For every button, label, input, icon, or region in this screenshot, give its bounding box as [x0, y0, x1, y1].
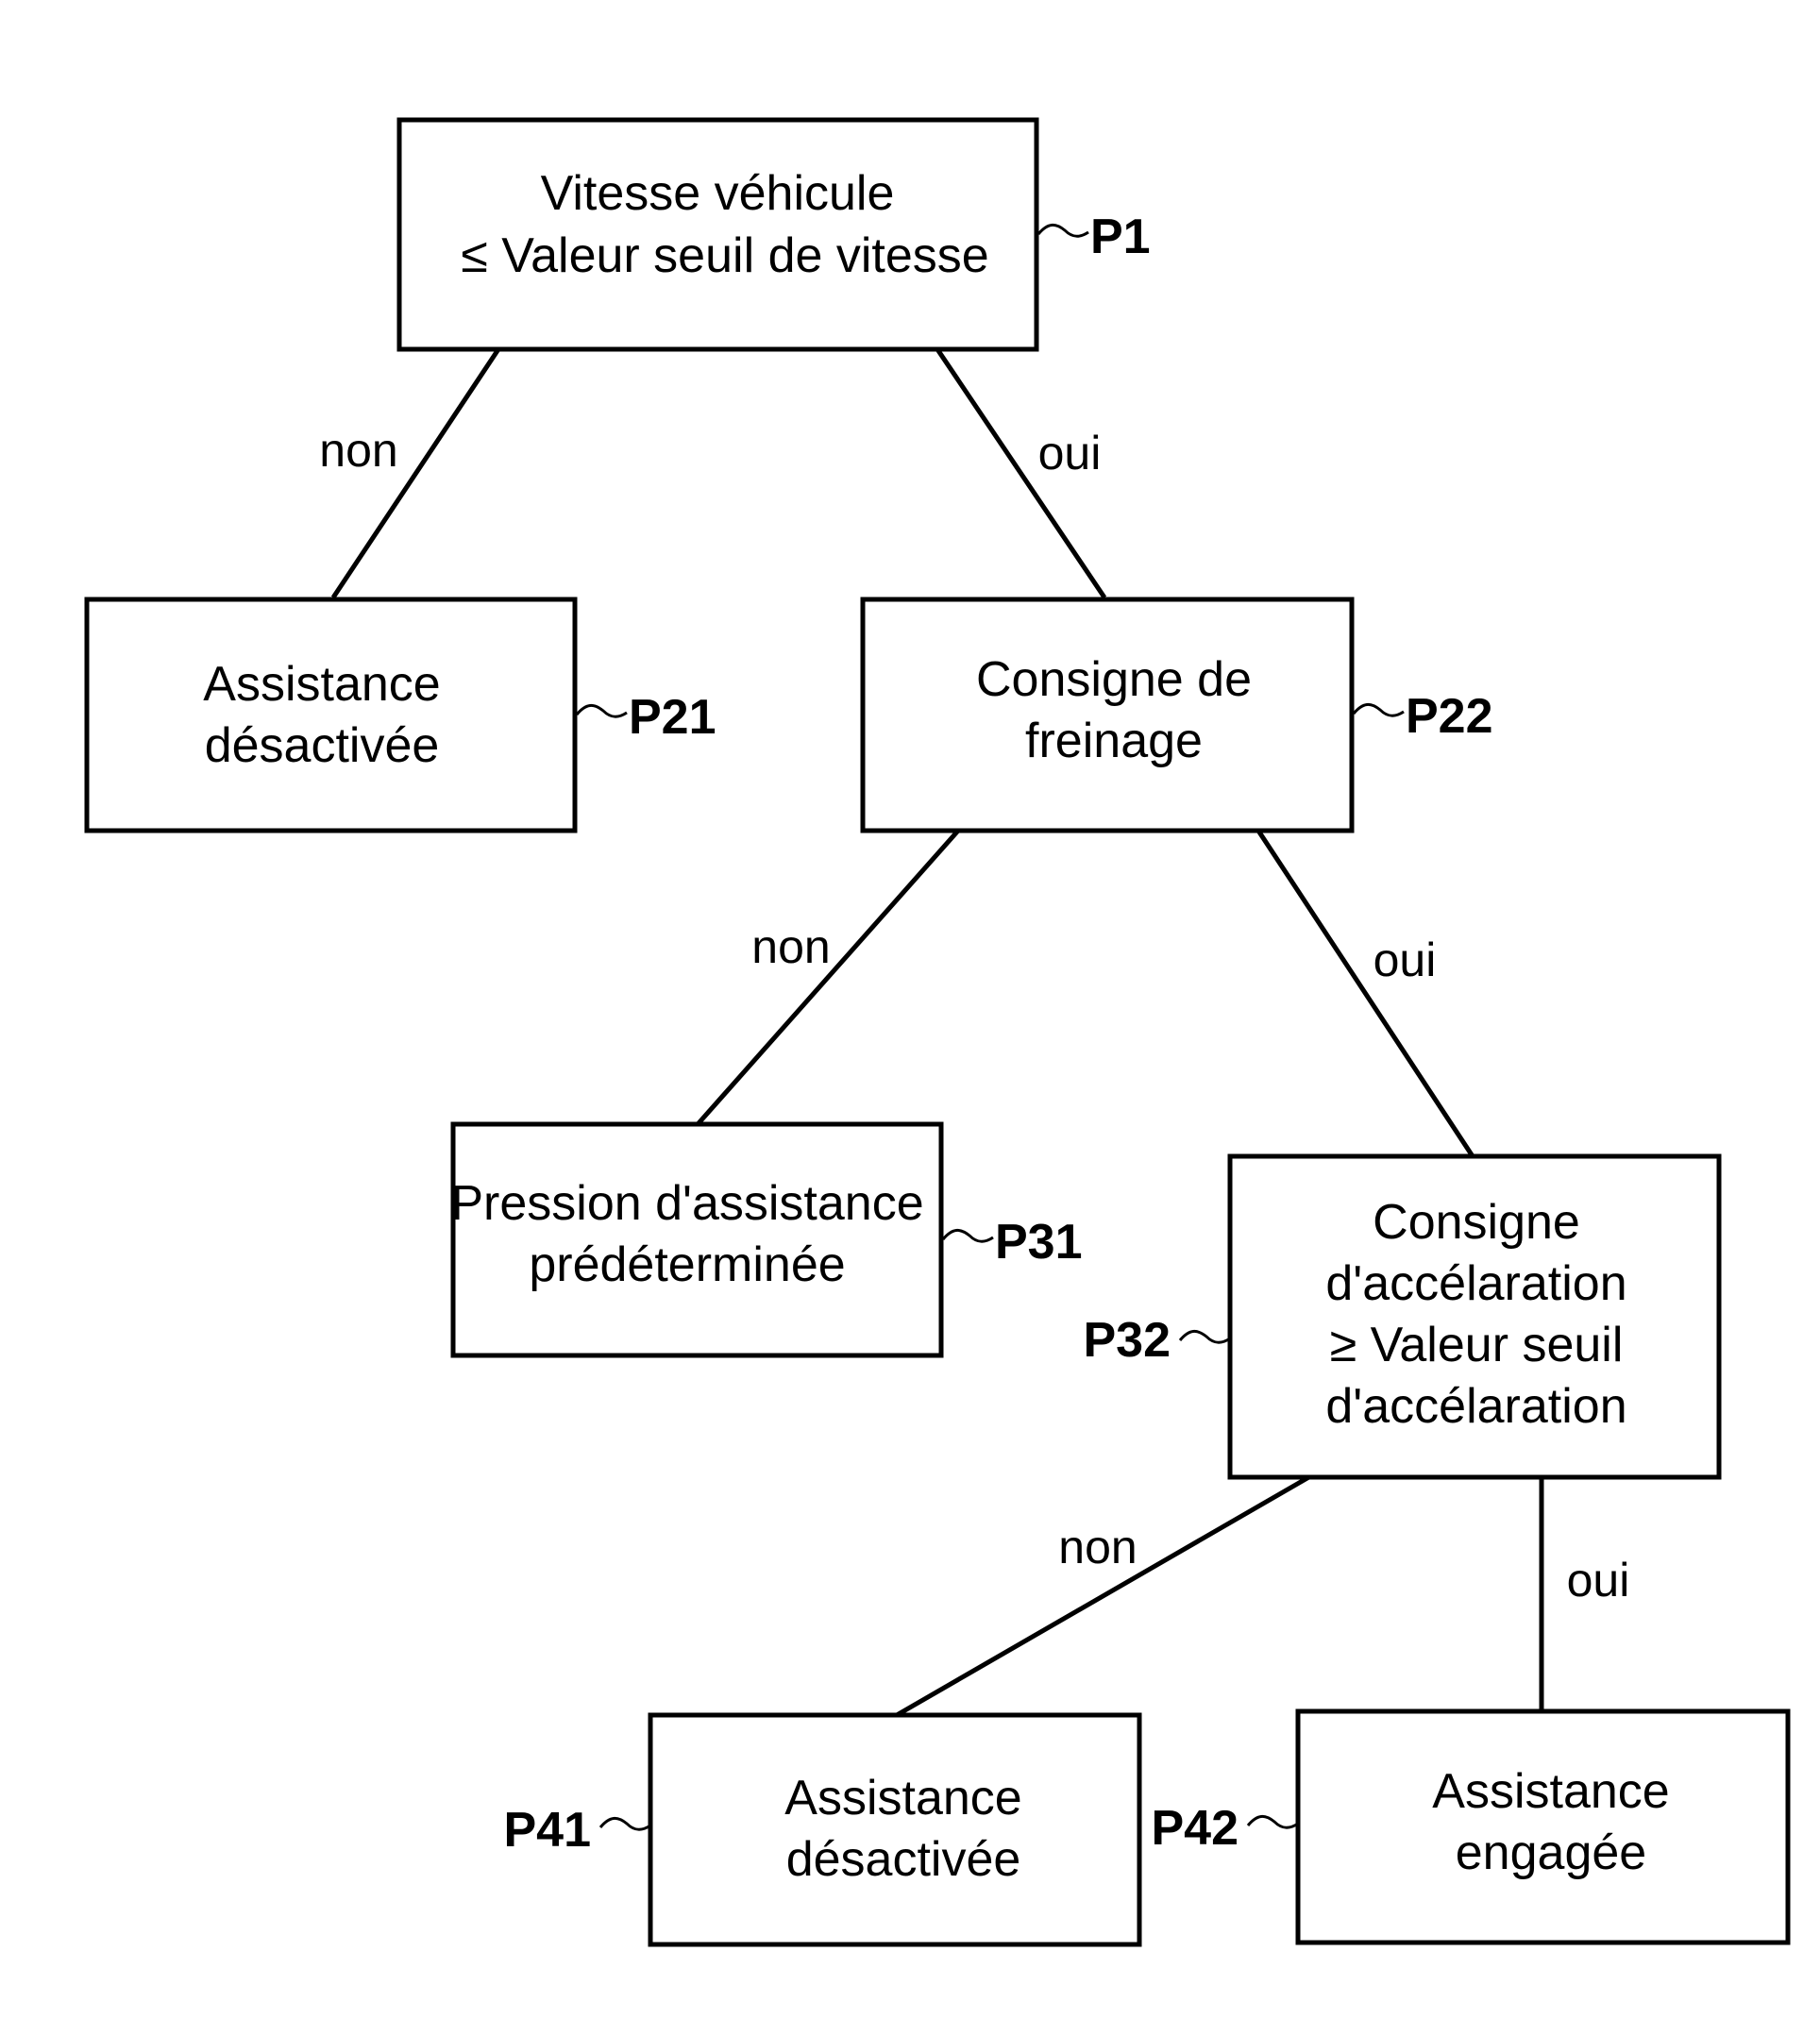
node-p21-line-1: Assistance [203, 657, 440, 712]
node-p21: Assistance désactivée [87, 599, 575, 831]
edge-label-p32-p42: oui [1567, 1554, 1630, 1607]
edge-label-p32-p41: non [1058, 1521, 1137, 1573]
ref-label-p1: P1 [1090, 210, 1151, 264]
node-p31-line-1: Pression d'assistance [450, 1176, 923, 1231]
node-p41: Assistance désactivée [650, 1715, 1139, 1944]
node-p32: Consigne d'accélaration ≥ Valeur seuil d… [1230, 1156, 1719, 1477]
ref-label-p21: P21 [629, 690, 716, 745]
leader-p32 [1180, 1331, 1230, 1342]
edge-label-p1-p22: oui [1038, 427, 1102, 480]
node-p22: Consigne de freinage [863, 599, 1352, 831]
node-p1: Vitesse véhicule ≤ Valeur seuil de vites… [399, 120, 1036, 349]
ref-label-p32: P32 [1083, 1313, 1171, 1368]
edge-label-p22-p31: non [751, 920, 830, 973]
node-p1-line-1: Vitesse véhicule [541, 166, 895, 221]
leader-p21 [577, 705, 627, 716]
leader-p41 [600, 1818, 650, 1829]
node-p32-line-1: Consigne [1373, 1195, 1580, 1250]
leader-p31 [943, 1230, 993, 1241]
edge-label-p22-p32: oui [1373, 934, 1437, 986]
node-p31-line-2: prédéterminée [529, 1237, 845, 1292]
edge-p22-p31 [699, 831, 958, 1123]
node-p32-line-4: d'accélaration [1325, 1379, 1626, 1434]
ref-label-p31: P31 [995, 1215, 1083, 1270]
ref-label-p42: P42 [1151, 1801, 1239, 1856]
node-p32-line-3: ≥ Valeur seuil [1330, 1318, 1624, 1372]
leader-p22 [1354, 704, 1404, 715]
node-p42-line-1: Assistance [1432, 1764, 1669, 1819]
node-p41-line-1: Assistance [784, 1771, 1021, 1826]
ref-label-p22: P22 [1406, 689, 1493, 744]
ref-label-p41: P41 [503, 1803, 591, 1858]
node-p22-line-1: Consigne de [976, 652, 1252, 707]
edge-p22-p32 [1258, 831, 1473, 1156]
node-p1-line-2: ≤ Valeur seuil de vitesse [461, 228, 988, 283]
leader-p1 [1038, 225, 1088, 236]
leader-p42 [1248, 1816, 1298, 1827]
node-p42: Assistance engagée [1298, 1711, 1788, 1943]
node-p41-line-2: désactivée [786, 1832, 1021, 1887]
node-p22-line-2: freinage [1025, 714, 1203, 768]
node-p41-box [650, 1715, 1139, 1944]
node-p32-line-2: d'accélaration [1325, 1256, 1626, 1311]
node-p21-line-2: désactivée [205, 718, 440, 773]
node-p21-box [87, 599, 575, 831]
node-p31: Pression d'assistance prédéterminée [450, 1124, 941, 1355]
node-p42-line-2: engagée [1456, 1826, 1646, 1880]
edge-p32-p41 [897, 1475, 1312, 1715]
edge-label-p1-p21: non [319, 424, 397, 477]
